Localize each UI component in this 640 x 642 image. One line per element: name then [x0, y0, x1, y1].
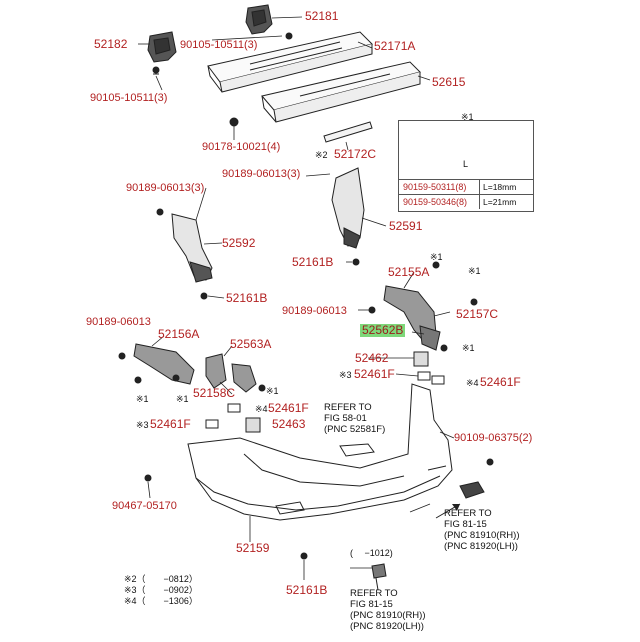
bumper-cover-52159	[144, 383, 494, 560]
ref-fig58-line3: (PNC 52581F)	[324, 424, 386, 435]
label-52156A: 52156A	[158, 327, 200, 341]
mark-3-a: ※3	[339, 370, 352, 380]
ref-fig58-line2: FIG 58-01	[324, 413, 367, 424]
mark-1-e: ※1	[176, 394, 189, 404]
ref-fig81-right-line1: REFER TO	[444, 508, 492, 519]
ref-fig81-bottom-line3: (PNC 81910(RH))	[350, 610, 426, 621]
ref-fig81-bottom-line1: REFER TO	[350, 588, 398, 599]
label-90109: 90109-06375(2)	[454, 432, 533, 444]
bracket-52182	[147, 31, 177, 75]
mark-1-f: ※1	[266, 386, 279, 396]
inset-row-1: 90159-50311(8) L=18mm	[399, 179, 533, 194]
bracket-52181	[245, 4, 293, 40]
mark-4-b: ※4	[255, 404, 268, 414]
inset-mark: ※1	[461, 112, 474, 122]
label-90178: 90178-10021(4)	[202, 141, 281, 153]
retainer-52158C	[205, 353, 266, 393]
label-90189-3b: 90189-06013(3)	[222, 168, 301, 180]
tape-52461F-b	[431, 375, 445, 385]
inset-row-2-part: 90159-50346(8)	[403, 197, 468, 207]
label-52171A: 52171A	[374, 39, 416, 53]
ref-fig81-right[interactable]: REFER TO FIG 81-15 (PNC 81910(RH)) (PNC …	[444, 508, 520, 552]
label-52158C: 52158C	[193, 386, 236, 400]
ref-fig81-bottom-line4: (PNC 81920(LH))	[350, 621, 424, 632]
pad-52172C	[323, 121, 373, 143]
tape-52461F-a	[417, 371, 431, 381]
label-52461F-d: 52461F	[150, 417, 191, 431]
ref-fig81-right-line3: (PNC 81910(RH))	[444, 530, 520, 541]
ref-fig81-right-line2: FIG 81-15	[444, 519, 487, 530]
label-52562B-highlighted[interactable]: 52562B	[360, 323, 406, 337]
ref-fig81-bottom-line2: FIG 81-15	[350, 599, 393, 610]
mark-3-b: ※3	[136, 420, 149, 430]
leader-lines	[138, 16, 455, 580]
mark-1-b: ※1	[468, 266, 481, 276]
pad-52463	[245, 417, 261, 433]
footnote-4: ※4（ −1306）	[124, 596, 198, 606]
ref-fig58-line1: REFER TO	[324, 402, 372, 413]
inset-row-2: 90159-50346(8) L=21mm	[399, 194, 533, 209]
range-1012: ( −1012)	[350, 548, 393, 558]
retainer-52156A	[118, 343, 195, 385]
ref-fig81-right-line4: (PNC 81920(LH))	[444, 541, 518, 552]
label-52461F-a: 52461F	[354, 367, 395, 381]
label-52563A: 52563A	[230, 337, 272, 351]
label-52182: 52182	[94, 37, 128, 51]
mark-52172C: ※2	[315, 150, 328, 160]
bracket-52591	[331, 167, 365, 266]
label-90105-left: 90105-10511(3)	[90, 92, 168, 104]
ref-fig81-bottom[interactable]: REFER TO FIG 81-15 (PNC 81910(RH)) (PNC …	[350, 588, 426, 632]
mark-1-c: ※1	[462, 343, 475, 353]
label-90105-top: 90105-10511(3)	[180, 39, 258, 51]
label-90467: 90467-05170	[112, 500, 177, 512]
tape-52461F-c	[227, 403, 241, 413]
absorber-52615	[261, 61, 421, 123]
label-52155A: 52155A	[388, 265, 430, 279]
bracket-52592	[156, 208, 213, 300]
label-90189-d: 90189-06013	[86, 316, 151, 328]
tape-52461F-d	[205, 419, 219, 429]
retainer-52155A	[368, 261, 478, 352]
label-52161B-a: 52161B	[292, 255, 334, 269]
label-52157C: 52157C	[456, 307, 499, 321]
ref-fig58[interactable]: REFER TO FIG 58-01 (PNC 52581F)	[324, 402, 385, 435]
arrow-head	[452, 504, 460, 511]
label-90189-3a: 90189-06013(3)	[126, 182, 205, 194]
inset-row-1-dim: L=18mm	[483, 182, 517, 192]
inset-row-1-part: 90159-50311(8)	[403, 182, 467, 192]
inset-row-2-dim: L=21mm	[483, 197, 517, 207]
clip-bottom	[371, 563, 387, 591]
footnote-3: ※3（ −0902）	[124, 585, 198, 595]
nut-90178	[229, 117, 239, 127]
footnotes: ※2（ −0812） ※3（ −0902） ※4（ −1306）	[124, 574, 198, 607]
reinforcement-52171A	[207, 31, 373, 93]
label-52181: 52181	[305, 9, 339, 23]
label-52615: 52615	[432, 75, 466, 89]
label-90189-c: 90189-06013	[282, 305, 347, 317]
label-52463: 52463	[272, 417, 306, 431]
mark-4-a: ※4	[466, 378, 479, 388]
inset-dim-label: L	[463, 159, 469, 169]
label-52592: 52592	[222, 236, 256, 250]
label-52461F-b: 52461F	[480, 375, 521, 389]
pad-52462	[413, 351, 429, 367]
label-52462: 52462	[355, 351, 389, 365]
label-52159: 52159	[236, 541, 270, 555]
mark-1-a: ※1	[430, 252, 443, 262]
label-52161B-d: 52161B	[286, 583, 328, 597]
label-52591: 52591	[389, 219, 423, 233]
screw-inset-table: ※1 L 90159-50311(8) L=18mm 90159-50346(8…	[398, 112, 534, 212]
footnote-2: ※2（ −0812）	[124, 574, 198, 584]
label-52461F-c: 52461F	[268, 401, 309, 415]
label-52161B-b: 52161B	[226, 291, 268, 305]
mark-1-d: ※1	[136, 394, 149, 404]
label-52172C: 52172C	[334, 147, 377, 161]
